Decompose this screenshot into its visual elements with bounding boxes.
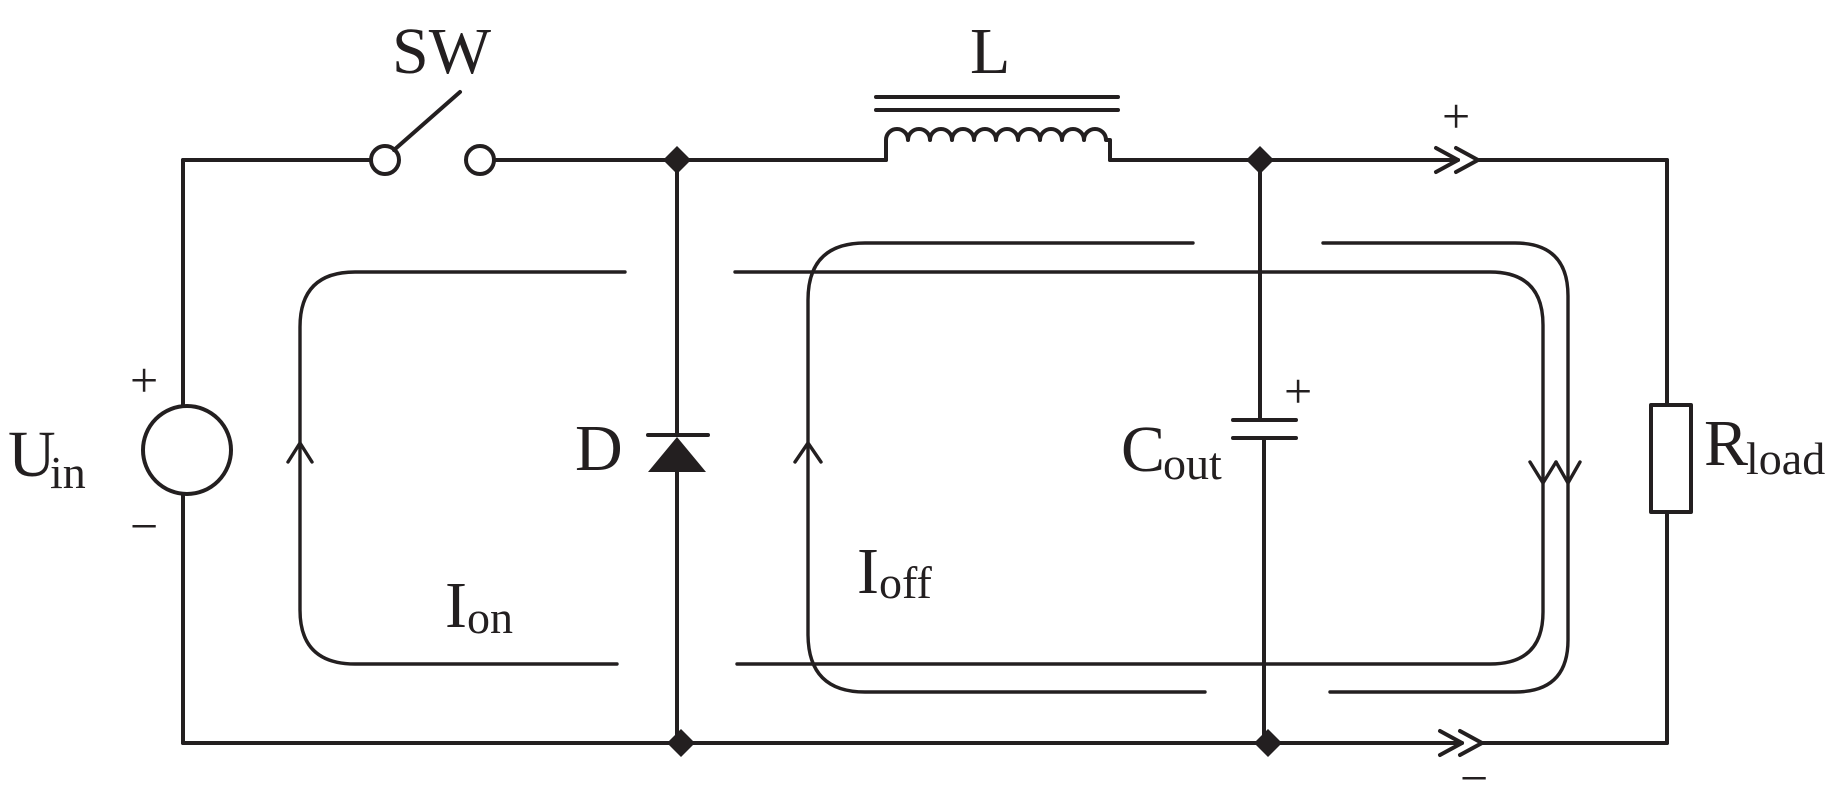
source-label-main: U [8,418,56,491]
capacitor-label-sub: out [1163,438,1222,489]
i-off-label-main: I [857,535,879,608]
output-minus-sign: − [1460,750,1488,804]
i-off-label-sub: off [879,557,932,608]
i-on-label-sub: on [467,592,513,643]
load-label-sub: load [1746,433,1825,484]
inductor-label: L [970,15,1010,88]
source-plus-sign: + [130,352,158,408]
capacitor-symbol [1231,418,1298,440]
junction-dots [663,146,1282,757]
output-terminals [1434,146,1484,757]
component-labels: SW L D U in C out R load I on I off [8,15,1825,643]
polarity-signs: + − + + − [130,88,1488,804]
capacitor-label-main: C [1121,413,1165,486]
source-label-sub: in [50,447,86,498]
switch-label: SW [392,15,492,88]
i-on-label-main: I [445,569,467,642]
voltage-source-symbol [141,404,233,496]
diode-symbol [646,433,710,472]
current-loop-off-outer [793,241,1582,694]
source-minus-sign: − [130,498,158,554]
diode-label: D [575,412,623,485]
output-plus-sign: + [1442,88,1470,144]
load-label-main: R [1704,407,1748,480]
inductor-symbol [874,95,1120,162]
load-resistor-symbol [1649,403,1693,514]
switch-symbol [369,90,496,176]
circuit-wires [181,158,1669,745]
current-loop-off [733,270,1558,666]
current-loop-on [286,270,627,666]
capacitor-plus-sign: + [1284,363,1312,419]
